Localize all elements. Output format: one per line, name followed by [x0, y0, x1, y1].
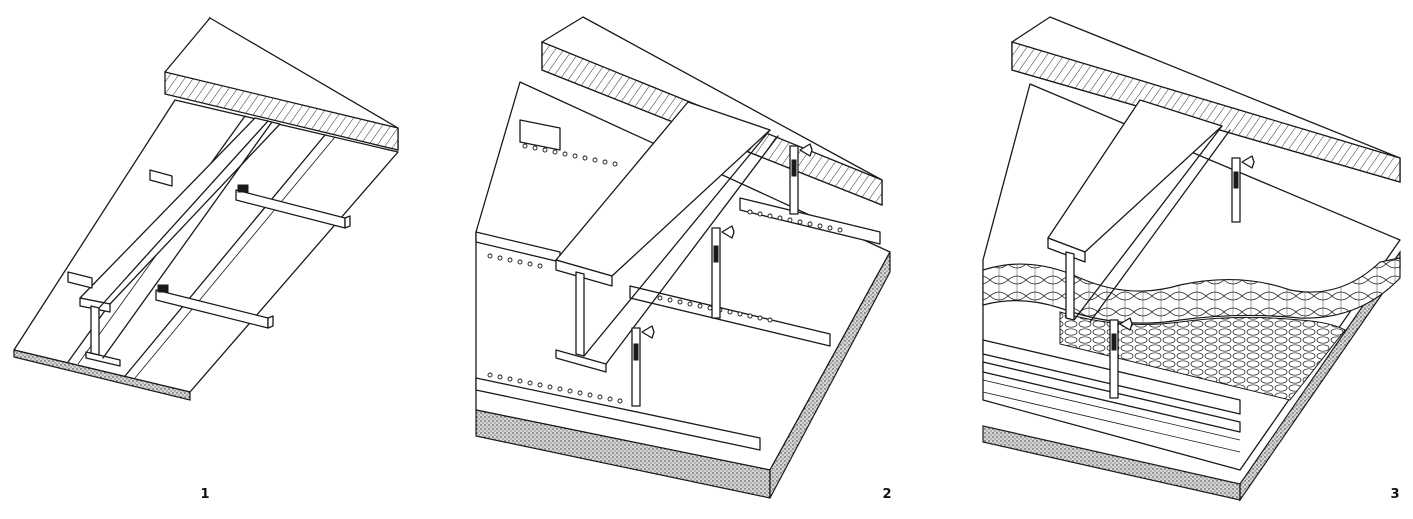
steel-i-beam	[555, 101, 779, 373]
concrete-slab	[1011, 41, 1401, 183]
panel-3-drawing	[982, 16, 1401, 502]
cross-runner	[67, 169, 351, 329]
panel-2-drawing	[475, 16, 891, 499]
panel-1-drawing	[13, 16, 399, 401]
wing-nut-icon	[641, 143, 813, 339]
hanger-rod	[1109, 157, 1241, 399]
wing-nut-icon	[1119, 155, 1255, 331]
insulation-blanket	[982, 257, 1401, 324]
panel-number-3: 3	[1390, 487, 1399, 502]
steel-i-beam	[1047, 99, 1231, 323]
ceiling-panel	[13, 349, 191, 401]
panel-number-1: 1	[200, 487, 209, 502]
panel-number-2: 2	[882, 487, 891, 502]
channel-perforations	[487, 143, 843, 404]
hanger-rod	[631, 145, 799, 407]
concrete-slab	[164, 71, 399, 151]
steel-i-beam	[79, 117, 281, 367]
